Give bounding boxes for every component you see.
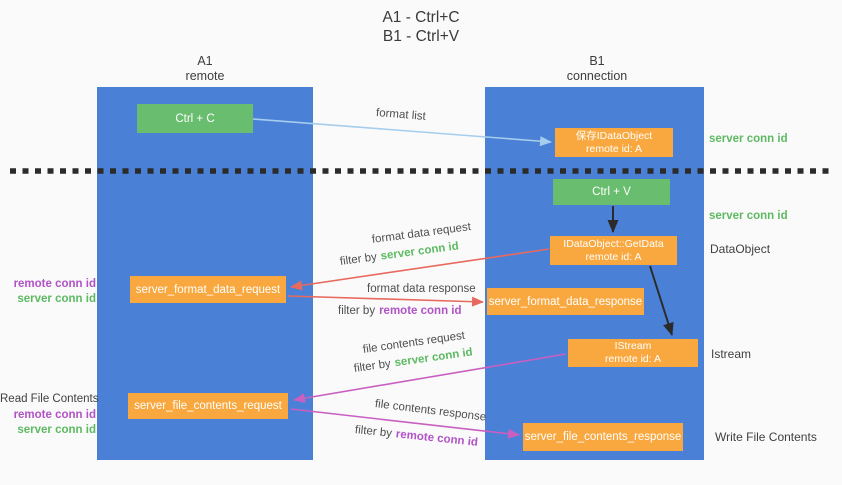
remote-conn-id-text: remote conn id — [379, 305, 462, 317]
node-ctrl-c: Ctrl + C — [137, 104, 253, 133]
label-server-conn-id-left-1: server conn id — [17, 293, 96, 305]
label-write-file-contents: Write File Contents — [715, 430, 817, 444]
node-istream-line1: IStream — [614, 340, 652, 352]
label-format-data-response: format data response — [367, 283, 476, 295]
label-block-conn-ids-1: remote conn id server conn id — [0, 277, 96, 307]
node-format-request-label: server_format_data_request — [135, 283, 281, 296]
column-header-a1: A1 remote — [145, 54, 265, 83]
column-b1-name: B1 — [589, 54, 605, 68]
node-idataobject-getdata: IDataObject::GetData remote id: A — [550, 236, 677, 265]
filter-by-text: filter by — [339, 251, 378, 268]
title-line-1: A1 - Ctrl+C — [382, 9, 460, 26]
server-conn-id-text: server conn id — [379, 240, 460, 263]
label-file-contents-response: file contents response — [374, 398, 487, 424]
node-file-response-label: server_file_contents_response — [524, 431, 682, 443]
label-remote-conn-id-left-2: remote conn id — [13, 409, 96, 421]
node-format-response-label: server_format_data_response — [488, 295, 643, 308]
label-read-file-contents: Read File Contents — [0, 393, 99, 405]
filter-by-text: filter by — [338, 305, 376, 317]
node-save-idataobject: 保存IDataObject remote id: A — [555, 128, 673, 157]
label-format-list: format list — [375, 107, 427, 123]
node-server-format-data-response: server_format_data_response — [487, 288, 644, 315]
label-istream: Istream — [711, 347, 752, 361]
node-istream-line2: remote id: A — [604, 353, 662, 365]
node-getdata-line1: IDataObject::GetData — [563, 237, 664, 250]
label-server-conn-id-left-2: server conn id — [17, 423, 96, 436]
node-save-line1: 保存IDataObject — [575, 129, 653, 142]
filter-by-text: filter by — [353, 357, 392, 375]
column-a1-name: A1 — [197, 54, 213, 68]
label-remote-conn-id-left-1: remote conn id — [13, 278, 96, 290]
node-server-file-contents-response: server_file_contents_response — [523, 423, 683, 451]
node-server-file-contents-request: server_file_contents_request — [128, 393, 288, 419]
node-istream: IStream remote id: A — [568, 339, 698, 367]
label-block-conn-ids-2: remote conn id server conn id — [0, 408, 96, 437]
node-getdata-line2: remote id: A — [585, 250, 642, 263]
node-save-line2: remote id: A — [585, 142, 643, 155]
column-header-b1: B1 connection — [537, 54, 657, 83]
node-file-request-label: server_file_contents_request — [134, 400, 282, 412]
node-ctrl-v-label: Ctrl + V — [592, 186, 631, 198]
label-dataobject: DataObject — [710, 242, 771, 256]
column-b1-subtitle: connection — [566, 68, 628, 83]
filter-by-text: filter by — [354, 424, 393, 440]
node-ctrl-c-label: Ctrl + C — [175, 112, 215, 125]
column-a1-subtitle: remote — [185, 68, 225, 83]
node-ctrl-v: Ctrl + V — [553, 179, 670, 205]
label-server-conn-id-mid-right: server conn id — [709, 210, 788, 222]
title-line-2: B1 - Ctrl+V — [382, 28, 460, 45]
remote-conn-id-text: remote conn id — [395, 428, 479, 449]
diagram-title: A1 - Ctrl+C B1 - Ctrl+V — [321, 8, 521, 46]
label-server-conn-id-top-right: server conn id — [709, 133, 788, 145]
node-server-format-data-request: server_format_data_request — [130, 276, 286, 303]
format-request-to-response-arrow — [287, 295, 484, 307]
